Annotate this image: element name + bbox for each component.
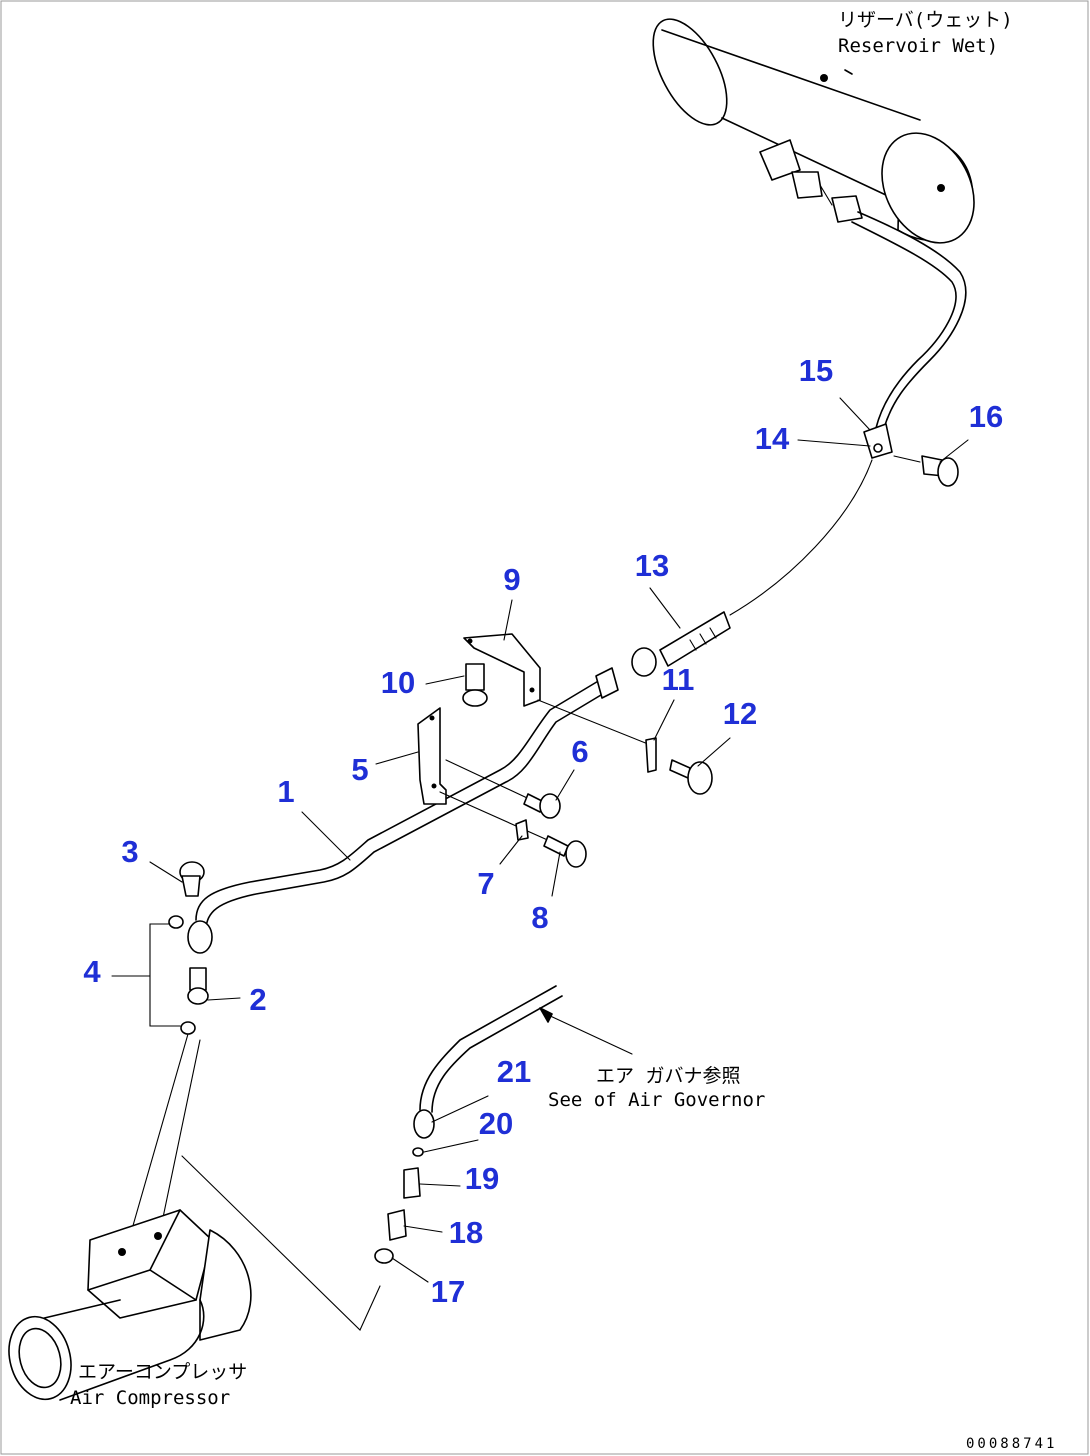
callout-2: 2	[249, 982, 266, 1017]
callout-17: 17	[431, 1274, 465, 1309]
callout-16: 16	[969, 399, 1003, 434]
washer-11	[645, 737, 657, 773]
hose-upper	[857, 211, 967, 429]
governor-label-en: See of Air Governor	[548, 1089, 765, 1111]
callout-10: 10	[381, 665, 415, 700]
bracket-line-4	[149, 923, 181, 1027]
bracket-9	[463, 633, 541, 707]
governor-label-jp: エア ガバナ参照	[596, 1065, 740, 1087]
pipe-to-compressor-b	[159, 1039, 201, 1233]
clamp-assembly-upper	[863, 423, 959, 487]
bracket-5	[417, 707, 447, 805]
callout-21: 21	[497, 1054, 531, 1089]
callout-20: 20	[479, 1106, 513, 1141]
callout-3: 3	[121, 834, 138, 869]
callout-13: 13	[635, 548, 669, 583]
reservoir-label-en: Reservoir Wet)	[838, 35, 998, 57]
fitting-2	[168, 915, 209, 1035]
fitting-19	[403, 1167, 421, 1199]
callout-12: 12	[723, 696, 757, 731]
bolt-10	[462, 663, 488, 707]
bolt-6	[523, 793, 561, 819]
callout-14: 14	[755, 421, 790, 456]
fitting-21	[413, 1109, 435, 1139]
compressor-label-en: Air Compressor	[70, 1387, 230, 1409]
tank-fittings	[759, 139, 863, 223]
callout-15: 15	[799, 353, 833, 388]
hose-upper-inner	[851, 221, 957, 429]
washer-7	[515, 819, 529, 841]
pipe-to-compressor	[125, 1033, 189, 1251]
callout-11: 11	[662, 662, 695, 697]
fastener-line-a	[445, 759, 541, 805]
callout-18: 18	[449, 1215, 483, 1250]
bolt-8	[543, 835, 587, 868]
hose-13	[631, 611, 731, 677]
governor-pipe	[419, 985, 633, 1113]
bolt-3	[179, 861, 205, 897]
fastener-line-c	[537, 699, 649, 745]
hose-13-line	[729, 459, 873, 616]
pipe-1	[187, 667, 619, 954]
compressor-label-jp: エアーコンプレッサ	[78, 1361, 247, 1383]
callout-8: 8	[531, 900, 548, 935]
callout-19: 19	[465, 1161, 499, 1196]
callout-6: 6	[571, 734, 588, 769]
bolt-12	[669, 759, 713, 795]
callout-7: 7	[477, 866, 494, 901]
callout-9: 9	[503, 562, 520, 597]
governor-line	[181, 1155, 381, 1331]
air-compressor	[8, 1209, 252, 1401]
air-reservoir-tank	[652, 18, 975, 244]
callout-1: 1	[277, 774, 294, 809]
fitting-18	[387, 1209, 407, 1241]
washer-20	[412, 1147, 424, 1157]
callout-5: 5	[351, 752, 368, 787]
reservoir-label-jp: リザーバ(ウェット)	[838, 9, 1013, 31]
washer-17	[374, 1248, 394, 1264]
leader-lines	[111, 397, 969, 1283]
drawing-code: 00088741	[966, 1436, 1057, 1452]
callout-4: 4	[83, 954, 101, 989]
